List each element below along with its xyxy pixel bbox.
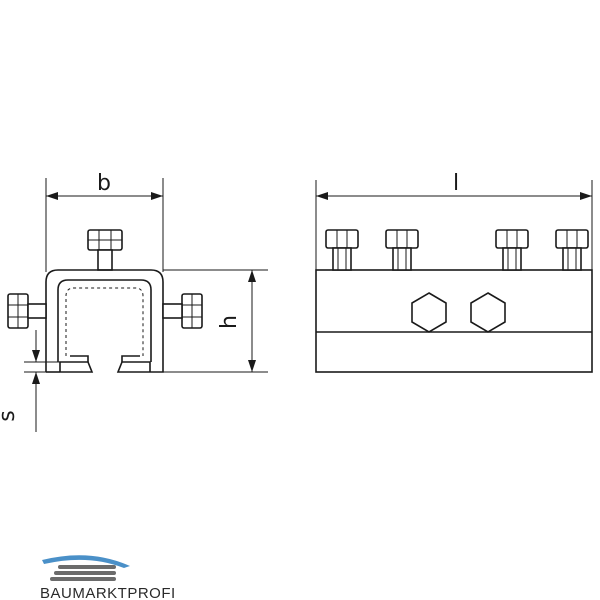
left-bolt [7, 293, 47, 329]
top-bolt-2 [385, 229, 419, 271]
dimension-b: b [45, 171, 164, 272]
hex-nut-2 [470, 292, 506, 333]
dimension-s: s [0, 330, 60, 432]
top-bolt [87, 229, 123, 271]
top-bolt-1 [325, 229, 359, 271]
dimension-l-label: l [453, 171, 459, 196]
logo-roof-icon [42, 555, 130, 568]
dimension-s-label: s [0, 410, 20, 421]
right-bolt [162, 293, 203, 329]
rail-body [315, 269, 593, 373]
hidden-profile [65, 287, 144, 356]
front-view: b [0, 171, 268, 432]
hex-nut-1 [411, 292, 447, 333]
dimension-h-label: h [217, 315, 242, 329]
dimension-b-label: b [97, 171, 111, 196]
side-view: l [315, 171, 593, 373]
dimension-h: h [150, 269, 268, 373]
brand-logo: BAUMARKTPROFI [40, 555, 176, 600]
channel-outer [45, 269, 164, 373]
top-bolt-4 [555, 229, 589, 271]
top-bolt-3 [495, 229, 529, 271]
dimension-l: l [315, 171, 593, 270]
logo-text: BAUMARKTPROFI [40, 585, 176, 600]
channel-inner [57, 279, 152, 362]
